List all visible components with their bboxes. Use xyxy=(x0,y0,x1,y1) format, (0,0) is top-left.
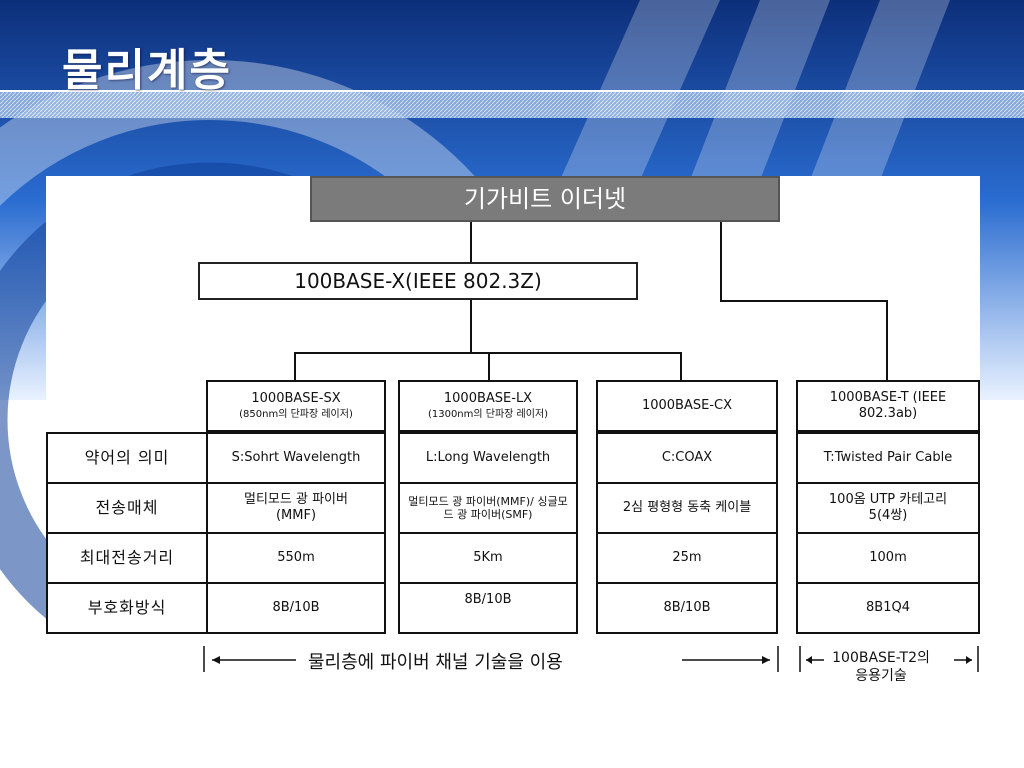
column-header-lx: 1000BASE-LX (1300nm의 단파장 레이저) xyxy=(398,380,578,432)
footer-right-label: 100BASE-T2의 응용기술 xyxy=(832,650,930,684)
table-cell: 멀티모드 광 파이버 (MMF) xyxy=(206,482,386,534)
table-cell: S:Sohrt Wavelength xyxy=(206,432,386,484)
row-label: 약어의 의미 xyxy=(46,432,208,484)
connector xyxy=(488,352,490,380)
connector xyxy=(470,300,472,354)
slide-title: 물리계층 xyxy=(62,45,232,96)
group-box: 100BASE-X(IEEE 802.3Z) xyxy=(198,262,638,300)
column-header-cx: 1000BASE-CX xyxy=(596,380,778,432)
table-cell: 100m xyxy=(796,532,980,584)
table-cell: 2심 평형형 동축 케이블 xyxy=(596,482,778,534)
connector xyxy=(680,352,682,380)
connector xyxy=(720,300,888,302)
column-header-t: 1000BASE-T (IEEE 802.3ab) xyxy=(796,380,980,432)
diagram-panel: 기가비트 이더넷 100BASE-X(IEEE 802.3Z) 1000BASE… xyxy=(46,176,980,696)
row-label: 전송매체 xyxy=(46,482,208,534)
footer-arrows xyxy=(203,646,979,672)
column-header-sx: 1000BASE-SX (850nm의 단파장 레이저) xyxy=(206,380,386,432)
table-cell: 8B/10B xyxy=(596,582,778,634)
table-cell: 8B/10B xyxy=(206,582,386,634)
footer-left-label: 물리층에 파이버 채널 기술을 이용 xyxy=(308,652,563,673)
table-cell: 100옴 UTP 카테고리 5(4쌍) xyxy=(796,482,980,534)
connector xyxy=(294,352,296,380)
connector xyxy=(886,300,888,380)
connector xyxy=(470,222,472,262)
connector xyxy=(720,222,722,302)
table-cell: L:Long Wavelength xyxy=(398,432,578,484)
row-label: 부호화방식 xyxy=(46,582,208,634)
table-cell: 8B/10B xyxy=(398,582,578,634)
row-label: 최대전송거리 xyxy=(46,532,208,584)
table-cell: 멀티모드 광 파이버(MMF)/ 싱글모드 광 파이버(SMF) xyxy=(398,482,578,534)
table-cell: T:Twisted Pair Cable xyxy=(796,432,980,484)
root-box: 기가비트 이더넷 xyxy=(310,176,780,222)
table-cell: 8B1Q4 xyxy=(796,582,980,634)
table-cell: C:COAX xyxy=(596,432,778,484)
spec-table: 1000BASE-SX (850nm의 단파장 레이저) 1000BASE-LX… xyxy=(46,380,980,634)
table-cell: 5Km xyxy=(398,532,578,584)
table-cell: 550m xyxy=(206,532,386,584)
table-cell: 25m xyxy=(596,532,778,584)
